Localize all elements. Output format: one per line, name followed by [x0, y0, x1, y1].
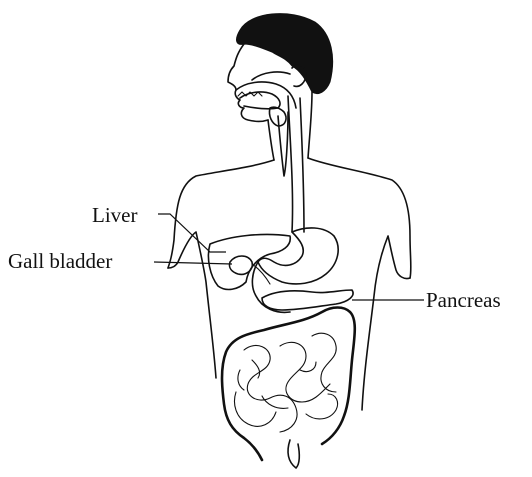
gall-bladder — [229, 256, 252, 274]
right-arm-inner — [362, 236, 410, 410]
gall-bladder-leader-line — [154, 262, 232, 264]
large-intestine-right — [322, 312, 355, 444]
liver — [208, 234, 290, 289]
neck-left — [268, 120, 274, 160]
trachea — [278, 112, 288, 176]
rectum — [288, 440, 299, 468]
torso-right — [308, 158, 411, 278]
hair — [237, 14, 333, 94]
duodenum — [252, 262, 290, 312]
label-pancreas: Pancreas — [426, 288, 501, 312]
nasal-cavity — [252, 72, 290, 80]
esophagus-right — [300, 98, 304, 232]
label-liver: Liver — [92, 203, 137, 227]
neck-right — [308, 92, 312, 158]
label-gall-bladder: Gall bladder — [8, 249, 112, 273]
stomach — [258, 228, 338, 284]
small-intestine — [235, 333, 338, 432]
liver-leader-line — [158, 214, 226, 252]
